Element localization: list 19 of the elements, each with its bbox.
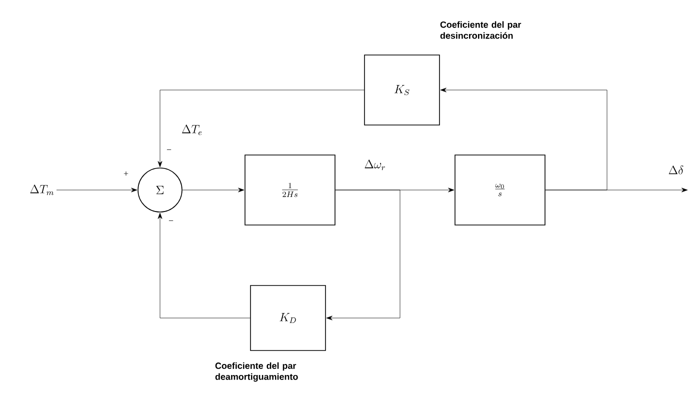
- edge-label: $\Delta T_e$: [180, 124, 204, 136]
- arrow: [56, 188, 138, 192]
- edge-label: $\Delta\omega_r$: [363, 159, 387, 171]
- arrow: [326, 190, 400, 320]
- annotation: Coeficiente del par deamortiguamiento: [215, 362, 298, 382]
- annotation: Coeficiente del par desincronización: [440, 21, 522, 39]
- signal-label: $\Delta\delta$: [668, 166, 684, 174]
- arrow: [440, 88, 608, 190]
- sign-label: +: [124, 171, 128, 176]
- sign-label: −: [166, 149, 172, 150]
- summing-junction: $\Sigma$: [138, 168, 182, 212]
- transfer-block: $K_S$: [364, 54, 440, 126]
- arrow: [158, 90, 364, 168]
- transfer-block: $K_D$: [250, 285, 326, 351]
- transfer-block: $\frac{\omega_0}{s}$: [454, 154, 546, 226]
- arrow: [158, 212, 250, 318]
- signal-label: $\Delta T_m$: [30, 184, 54, 196]
- transfer-block: $\frac{1}{2Hs}$: [244, 154, 336, 226]
- arrow: [182, 188, 244, 192]
